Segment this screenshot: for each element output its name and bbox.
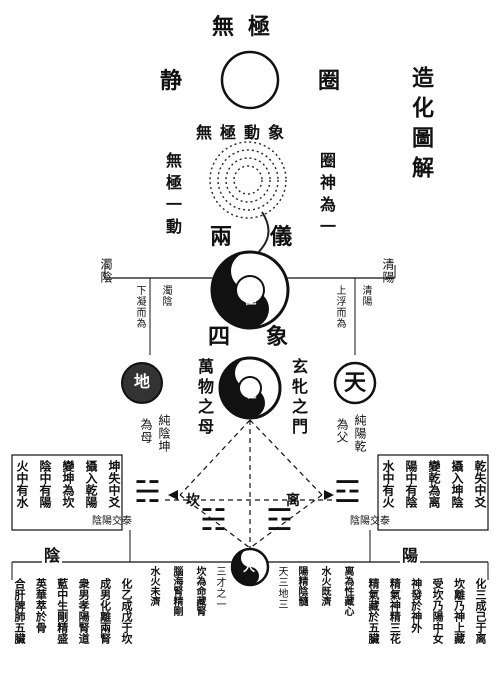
taiji-large-label: 太極 bbox=[243, 280, 257, 306]
li-label: 离 bbox=[286, 493, 300, 509]
kan-trigram-left-icon: ☵ bbox=[134, 475, 161, 510]
left-box-text: 坤失中爻攝入乾陽變坤為坎陰中有陽火中有水 bbox=[15, 460, 121, 528]
kan-label: 坎 bbox=[186, 493, 200, 509]
taiji-circle-large bbox=[210, 250, 290, 330]
li-trigram-center-icon: ☲ bbox=[266, 503, 293, 538]
left-box-column: 火中有水 bbox=[15, 460, 29, 508]
qing-yang-2-label: 清陽 bbox=[360, 285, 371, 307]
bottom-mid-right-text: 离為性藏心 水火既濟 陽精陰髓 bbox=[296, 566, 353, 666]
left-text-box bbox=[11, 454, 123, 531]
bottom-right-column: 坎離乃神上藏 bbox=[452, 578, 466, 644]
shang-fu-label: 上浮而為 bbox=[334, 285, 345, 329]
right-jiaotai-label: 陰陽交泰 bbox=[350, 516, 390, 527]
left-box-column: 攝入乾陽 bbox=[84, 460, 98, 508]
bottom-mid-left-column: 腦海腎精剛 bbox=[171, 566, 182, 616]
heaven-circle bbox=[333, 361, 377, 405]
bottom-right-text: 化三成己于离坎離乃神上藏受坎乃陽中女神發於神外精氣神精三花精氣藏於五臟 bbox=[367, 578, 487, 678]
liang-label: 兩 bbox=[210, 224, 233, 250]
zhuo-yin-2-label: 濁陰 bbox=[160, 285, 171, 307]
di-label: 地 bbox=[134, 372, 151, 391]
bottom-left-column: 英華萃於骨 bbox=[34, 578, 48, 633]
left-box-column: 坤失中爻 bbox=[107, 460, 121, 508]
bottom-right-column: 神發於神外 bbox=[409, 578, 423, 633]
bottom-right-column: 精氣藏於五臟 bbox=[367, 578, 380, 644]
yin-label: 陰 bbox=[42, 546, 63, 565]
right-box-column: 攝入坤陰 bbox=[450, 460, 464, 508]
bottom-right-column: 精氣神精三花 bbox=[388, 578, 402, 644]
wuji-yi-dong-label: 無極一動 bbox=[163, 152, 182, 240]
bottom-right-column: 受坎乃陽中女 bbox=[431, 578, 445, 644]
right-text-box bbox=[377, 454, 489, 531]
ren-label: 人 bbox=[243, 560, 256, 574]
bottom-left-column: 成男化離兩腎 bbox=[98, 578, 112, 644]
bottom-right-column: 化三成己于离 bbox=[473, 578, 487, 644]
quan-label: 圈 bbox=[318, 68, 341, 94]
wuji-circle bbox=[220, 50, 280, 110]
kan-trigram-center-icon: ☵ bbox=[200, 503, 227, 538]
right-box-column: 水中有火 bbox=[381, 460, 395, 508]
bottom-mid-left-text: 坎為命藏腎 腦海腎精剛 水火未濟 bbox=[148, 566, 205, 666]
wei-mu-label: 為母 bbox=[139, 418, 153, 444]
taiji-circle-small bbox=[218, 356, 282, 420]
quan-shen-wei-yi-label: 圈神為一 bbox=[317, 152, 336, 240]
cross-lines bbox=[165, 419, 340, 549]
page-title: 造化圖解 bbox=[408, 66, 434, 186]
taiji-small-label: 太極 bbox=[244, 378, 255, 400]
xuanpin-zhi-men-label: 玄牝之門 bbox=[289, 358, 308, 438]
left-jiaotai-label: 陰陽交泰 bbox=[92, 516, 132, 527]
tian-label: 天 bbox=[344, 370, 367, 396]
jing-label: 静 bbox=[160, 68, 183, 94]
bottom-mid-right-column: 离為性藏心 bbox=[342, 566, 353, 616]
xiang-label: 象 bbox=[266, 324, 289, 350]
wuji-title: 無極 bbox=[212, 14, 285, 40]
chun-yin-kun-label: 純陰坤 bbox=[157, 414, 171, 453]
left-box-column: 變坤為坎 bbox=[61, 460, 75, 508]
bottom-mid-right-column: 陽精陰髓 bbox=[296, 566, 307, 606]
xia-ning-label: 下凝而為 bbox=[134, 285, 145, 329]
bottom-left-text: 化乙成戊于坎成男化離兩腎衆男孝陽腎道藍中生剛精盛英華萃於骨合肝脾肺五臟 bbox=[13, 578, 133, 678]
zhuo-yin-label: 濁陰 bbox=[99, 258, 113, 284]
bottom-left-column: 衆男孝陽腎道 bbox=[77, 578, 91, 644]
right-box-text: 乾失中爻攝入坤陰變乾為离陽中有陰水中有火 bbox=[381, 460, 487, 528]
earth-circle bbox=[121, 362, 163, 404]
center-left-label: 三才之一 bbox=[214, 566, 225, 610]
yi-label: 儀 bbox=[270, 224, 293, 250]
bottom-left-column: 合肝脾肺五臟 bbox=[13, 578, 26, 644]
wuji-dong-xiang-label: 無極動象 bbox=[196, 123, 293, 142]
bottom-mid-right-column: 水火既濟 bbox=[319, 566, 330, 606]
li-trigram-right-icon: ☲ bbox=[334, 475, 361, 510]
chun-yang-qian-label: 純陽乾 bbox=[353, 414, 367, 453]
wei-fu-label: 為父 bbox=[335, 418, 349, 444]
yang-label: 陽 bbox=[400, 546, 421, 565]
right-box-column: 陽中有陰 bbox=[404, 460, 418, 508]
center-right-label: 天三地三 bbox=[276, 566, 287, 610]
right-box-column: 變乾為离 bbox=[427, 460, 441, 508]
right-box-column: 乾失中爻 bbox=[473, 460, 487, 508]
bottom-left-column: 藍中生剛精盛 bbox=[55, 578, 69, 644]
si-label: 四 bbox=[208, 324, 231, 350]
left-box-column: 陰中有陽 bbox=[38, 460, 52, 508]
bottom-mid-left-column: 坎為命藏腎 bbox=[194, 566, 205, 616]
qing-yang-label: 清陽 bbox=[381, 258, 395, 284]
wanwu-zhi-mu-label: 萬物之母 bbox=[195, 358, 214, 438]
bottom-mid-left-column: 水火未濟 bbox=[148, 566, 159, 606]
bottom-left-column: 化乙成戊于坎 bbox=[119, 578, 133, 644]
